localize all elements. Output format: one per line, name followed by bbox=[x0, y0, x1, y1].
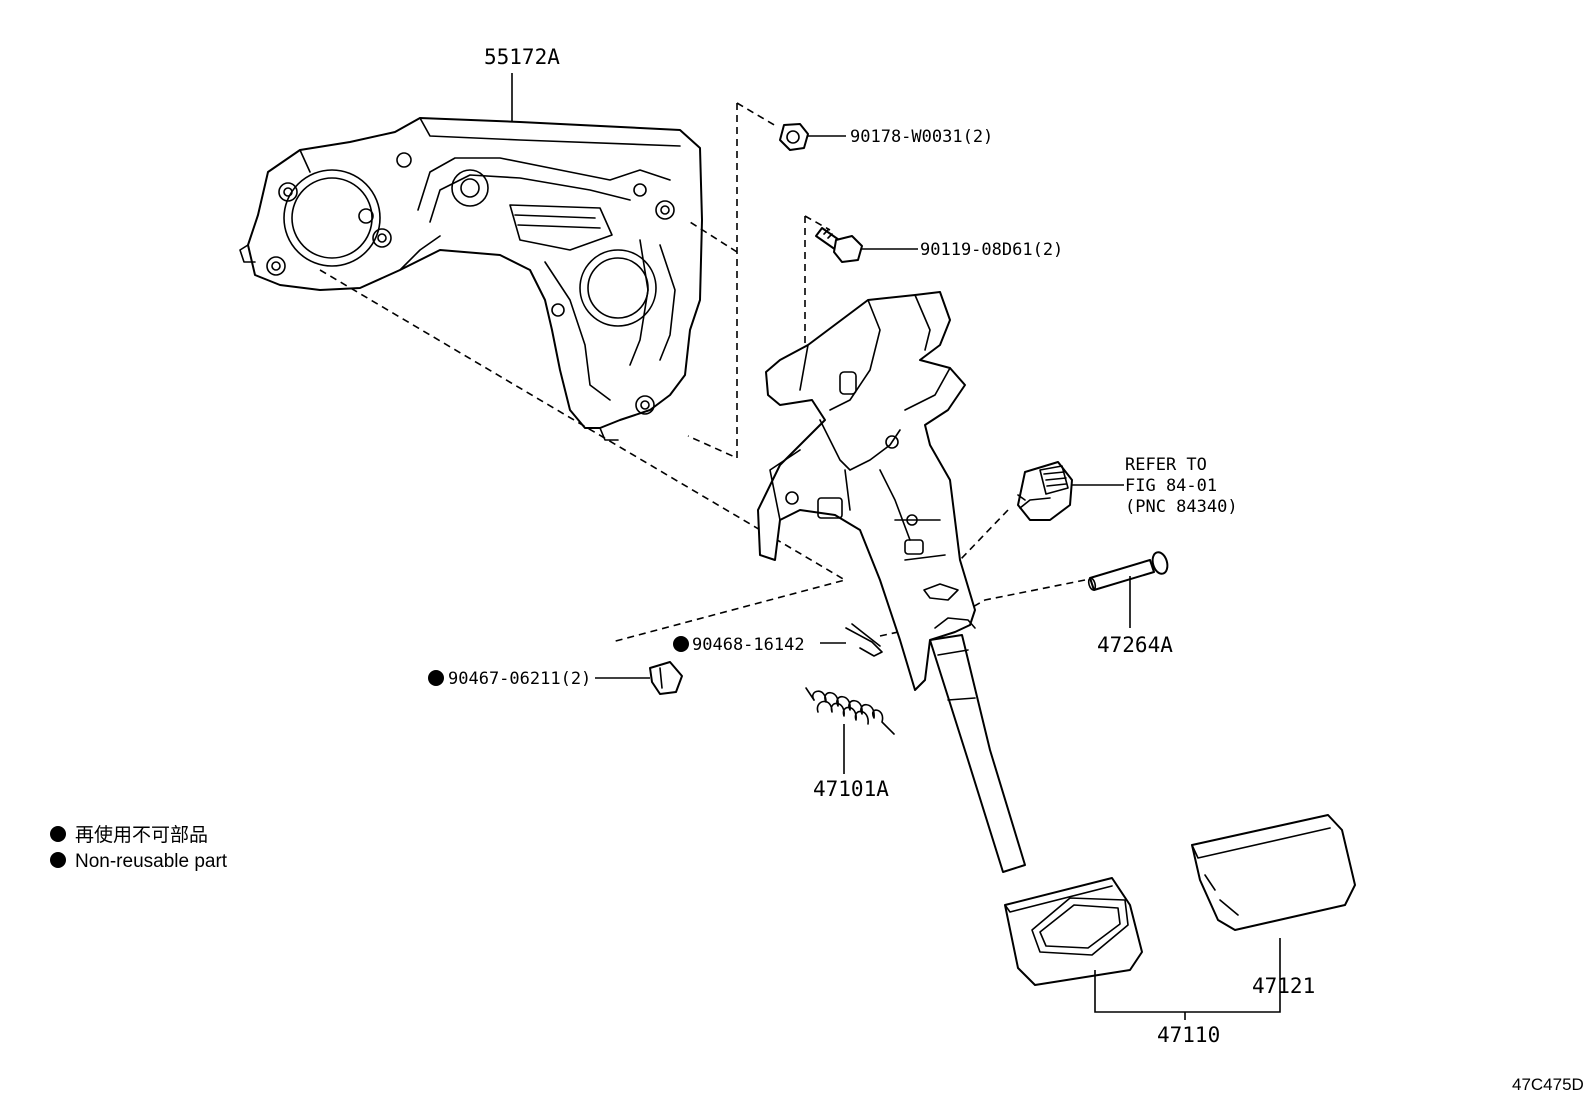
refer-to-line3: (PNC 84340) bbox=[1125, 497, 1238, 517]
spring-part-number: 47101A bbox=[813, 777, 889, 801]
legend: 再使用不可部品 Non-reusable part bbox=[50, 824, 228, 872]
legend-marker-english bbox=[50, 852, 66, 868]
bolt-90119-drawing bbox=[815, 227, 863, 263]
pedal-pad-bracket-line bbox=[1094, 938, 1281, 1020]
spring-47101a-drawing bbox=[805, 687, 895, 735]
clip-part-number: 90468-16142 bbox=[692, 635, 805, 655]
pedal-arm-47110-drawing bbox=[757, 291, 1143, 986]
nut-part-number: 90178-W0031(2) bbox=[850, 127, 993, 147]
figure-code: 47C475D bbox=[1512, 1075, 1584, 1094]
legend-japanese-text: 再使用不可部品 bbox=[75, 824, 208, 846]
refer-to-line2: FIG 84-01 bbox=[1125, 476, 1217, 496]
clip-non-reusable-marker bbox=[673, 636, 689, 652]
bracket-55172a-drawing bbox=[239, 117, 703, 441]
bushing-part-number: 90467-06211(2) bbox=[448, 669, 591, 689]
pin-47264a-drawing bbox=[1087, 551, 1169, 591]
legend-english-text: Non-reusable part bbox=[75, 851, 228, 872]
refer-to-line1: REFER TO bbox=[1125, 455, 1207, 475]
pedal-part-number: 47110 bbox=[1157, 1023, 1220, 1047]
bolt-part-number: 90119-08D61(2) bbox=[920, 240, 1063, 260]
pad-47121-drawing bbox=[1191, 814, 1356, 931]
nut-90178-drawing bbox=[779, 123, 809, 151]
bushing-90467-drawing bbox=[649, 661, 683, 695]
bracket-part-number: 55172A bbox=[484, 45, 560, 69]
pin-part-number: 47264A bbox=[1097, 633, 1173, 657]
bushing-non-reusable-marker bbox=[428, 670, 444, 686]
legend-marker-japanese bbox=[50, 826, 66, 842]
stop-lamp-switch-drawing bbox=[1017, 461, 1073, 521]
pad-part-number: 47121 bbox=[1252, 974, 1315, 998]
clip-90468-drawing bbox=[845, 623, 883, 657]
